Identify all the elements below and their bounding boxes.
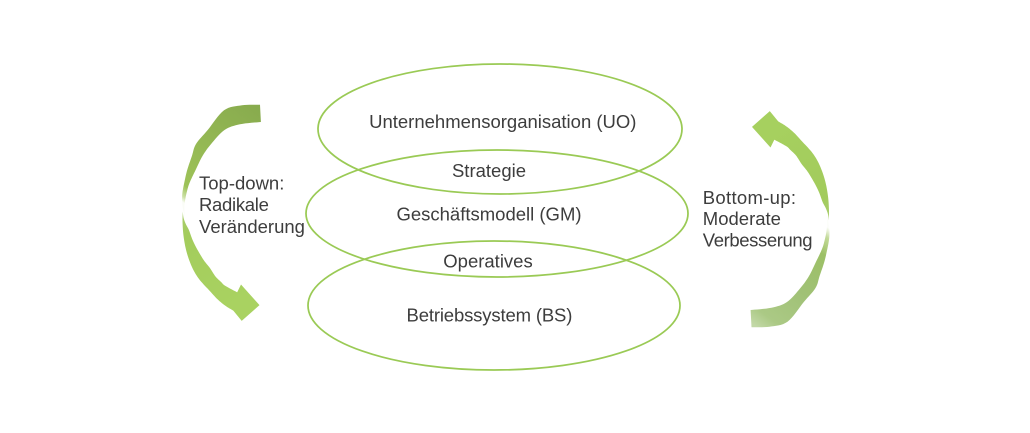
- svg-text:Veränderung: Veränderung: [199, 216, 305, 237]
- svg-text:Operatives: Operatives: [443, 250, 532, 271]
- svg-text:Radikale: Radikale: [199, 194, 269, 215]
- svg-text:Betriebssystem (BS): Betriebssystem (BS): [407, 304, 573, 325]
- svg-text:Geschäftsmodell (GM): Geschäftsmodell (GM): [396, 204, 581, 225]
- svg-text:Strategie: Strategie: [452, 160, 526, 181]
- svg-text:Verbesserung: Verbesserung: [703, 230, 812, 251]
- svg-text:Top-down:: Top-down:: [199, 173, 284, 194]
- svg-text:Bottom-up:: Bottom-up:: [703, 187, 797, 208]
- svg-text:Unternehmensorganisation (UO): Unternehmensorganisation (UO): [369, 111, 636, 132]
- svg-text:Moderate: Moderate: [703, 208, 781, 229]
